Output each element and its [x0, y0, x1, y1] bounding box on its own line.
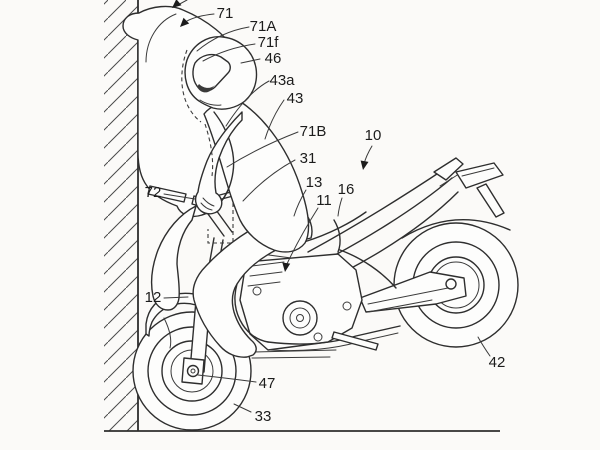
helmet-visor-opening	[192, 53, 231, 92]
ref-label-43a: 43a	[269, 72, 295, 89]
airbag-crease	[145, 13, 177, 63]
reference-labels: 71 71A 71f 46 43a 43 71B 10 31 13 11 16 …	[145, 5, 506, 425]
leader-72	[163, 193, 196, 200]
ref-label-71A: 71A	[250, 18, 277, 35]
leader-13	[293, 189, 307, 217]
clutch-cover	[282, 300, 318, 336]
leader-31	[242, 159, 296, 202]
ref-label-72: 72	[145, 184, 162, 201]
tail-tip	[433, 157, 464, 181]
exhaust-pipe-top	[267, 325, 401, 345]
ref-label-33: 33	[255, 408, 272, 425]
leader-11-arrowhead	[282, 262, 291, 272]
rider-arm	[194, 111, 243, 215]
bash-plate	[251, 349, 337, 359]
ref-label-42: 42	[489, 354, 506, 371]
clutch-cover-bolt	[296, 314, 304, 322]
leader-71B	[226, 131, 299, 168]
mudflap	[476, 183, 505, 218]
chain-line	[367, 299, 433, 313]
front-axle	[186, 364, 200, 378]
leader-71-arrowhead	[180, 17, 190, 27]
engine	[234, 253, 401, 359]
leader-46	[240, 58, 261, 64]
steering-stem	[207, 209, 233, 237]
leader-43	[264, 99, 285, 140]
front-axle-dot	[190, 368, 196, 374]
ref-label-46: 46	[265, 50, 282, 67]
ref-label-11: 11	[316, 192, 332, 209]
ref-label-47: 47	[259, 375, 276, 392]
tail-line-1	[307, 167, 447, 253]
ref-label-12: 12	[145, 289, 162, 306]
front-tire-inner	[147, 326, 237, 416]
leader-71	[186, 13, 215, 22]
helmet-chin-vent	[199, 99, 222, 106]
helmet-visor-shadow	[197, 84, 215, 93]
impact-arrowhead	[172, 0, 182, 8]
ref-label-10: 10	[365, 127, 382, 144]
tail-section	[307, 157, 505, 273]
wall-hatching	[104, 0, 138, 431]
leader-43a	[225, 80, 270, 127]
seat-surface	[303, 211, 367, 243]
ref-label-71: 71	[217, 5, 234, 22]
airbag-module-hidden	[207, 203, 234, 244]
engine-bolt-1	[252, 286, 262, 296]
ref-label-43: 43	[287, 90, 304, 107]
cylinder-fins	[247, 261, 285, 287]
swingarm	[359, 271, 467, 313]
leader-10-arrowhead	[360, 160, 369, 170]
leader-33	[233, 403, 252, 413]
fender-notch	[163, 317, 172, 349]
airbag-tether-hidden	[181, 49, 202, 123]
ref-label-16: 16	[338, 181, 355, 198]
side-panel	[339, 249, 397, 289]
glove-knuckles	[200, 197, 215, 211]
engine-bolt-2	[313, 332, 323, 342]
leader-71A	[196, 26, 250, 52]
leader-42	[477, 336, 491, 357]
ref-label-71B: 71B	[300, 123, 327, 140]
rider-torso	[203, 99, 310, 253]
leader-47	[197, 374, 257, 383]
swingarm-body	[359, 271, 467, 313]
taillight	[455, 162, 504, 189]
swingarm-edge	[367, 287, 449, 305]
rider-far-leg	[150, 205, 197, 311]
seat-front-edge	[333, 219, 341, 253]
tail-line-3	[343, 191, 459, 273]
axle-adjuster-hole	[445, 278, 457, 290]
ref-label-71f: 71f	[258, 34, 280, 51]
rider-helmet	[184, 36, 258, 110]
ref-label-13: 13	[306, 174, 323, 191]
rear-fender-arc	[401, 219, 511, 239]
clutch-cover-inner	[289, 307, 311, 329]
taillight-line	[461, 167, 495, 177]
leader-lines	[163, 0, 491, 413]
leader-11	[285, 207, 319, 267]
leader-16	[337, 197, 343, 217]
side-stand	[331, 331, 379, 351]
leader-12	[163, 296, 189, 299]
rider	[150, 36, 313, 358]
engine-bolt-3	[342, 301, 352, 311]
leader-71f	[202, 43, 256, 62]
ref-label-31: 31	[300, 150, 317, 167]
